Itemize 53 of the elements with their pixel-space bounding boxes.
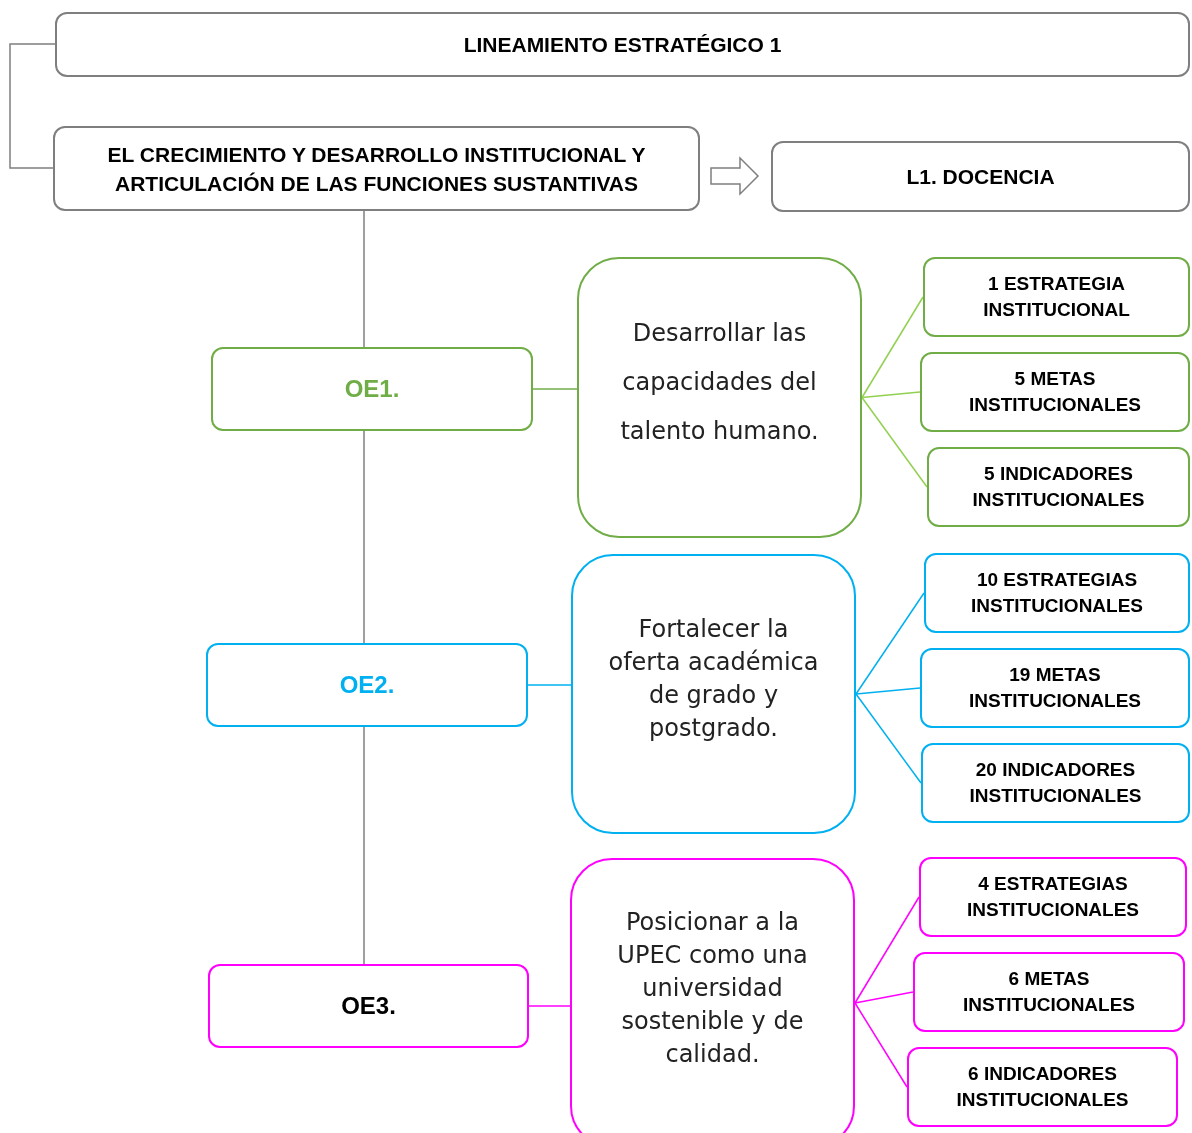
connector-line [855, 592, 925, 695]
goal-box [577, 257, 862, 538]
count-box [920, 352, 1190, 432]
goal-box [570, 858, 855, 1133]
node-text: Desarrollar las capacidades del talento humano. [619, 318, 820, 447]
node-text: 1 ESTRATEGIA INSTITUCIONAL [982, 272, 1131, 322]
node-text: 4 ESTRATEGIAS INSTITUCIONALES [965, 872, 1141, 922]
node-text: OE3. [341, 991, 396, 1021]
count-box [919, 857, 1187, 937]
node-text: Posicionar a la UPEC como una universidad sostenible y de calidad. [616, 906, 809, 1070]
heading-box [55, 12, 1190, 77]
connector-line [861, 396, 928, 488]
node-text: L1. DOCENCIA [906, 164, 1055, 190]
count-box [913, 952, 1185, 1032]
node-text: OE1. [344, 374, 400, 404]
connector-line [363, 430, 365, 644]
node-text: 20 INDICADORES INSTITUCIONALES [968, 758, 1143, 808]
node-text: 5 METAS INSTITUCIONALES [967, 367, 1143, 417]
count-box [920, 648, 1190, 728]
node-text: EL CRECIMIENTO Y DESARROLLO INSTITUCIONAL Y ARTICULACIÓN DE LAS FUNCIONES SUSTANTIVAS [106, 141, 647, 197]
connector-line [854, 896, 920, 1004]
count-box [924, 553, 1190, 633]
objective-box [206, 643, 528, 727]
node-text: 6 METAS INSTITUCIONALES [961, 967, 1137, 1017]
node-text: OE2. [339, 670, 395, 700]
objective-box [208, 964, 529, 1048]
node-text: LINEAMIENTO ESTRATÉGICO 1 [463, 32, 782, 58]
block-arrow [710, 156, 760, 196]
connector-line [854, 1002, 908, 1088]
count-box [923, 257, 1190, 337]
objective-box [211, 347, 533, 431]
connector-line [854, 991, 914, 1004]
node-text: Fortalecer la oferta académica de grado y postgrado. [607, 614, 820, 744]
count-box [927, 447, 1190, 527]
connector-line [363, 726, 365, 965]
connector-line [861, 391, 921, 399]
node-text: 19 METAS INSTITUCIONALES [967, 663, 1143, 713]
connector-line [527, 684, 572, 686]
connector-line [9, 43, 56, 169]
connector-line [855, 693, 922, 784]
connector-line [855, 687, 921, 695]
node-text: 5 INDICADORES INSTITUCIONALES [971, 462, 1146, 512]
heading-box [53, 126, 700, 211]
goal-box [571, 554, 856, 834]
connector-line [363, 210, 365, 348]
count-box [921, 743, 1190, 823]
connector-line [528, 1005, 571, 1007]
connector-line [532, 388, 578, 390]
node-text: 6 INDICADORES INSTITUCIONALES [955, 1062, 1130, 1112]
heading-box [771, 141, 1190, 212]
node-text: 10 ESTRATEGIAS INSTITUCIONALES [969, 568, 1145, 618]
count-box [907, 1047, 1178, 1127]
connector-line [861, 296, 924, 399]
